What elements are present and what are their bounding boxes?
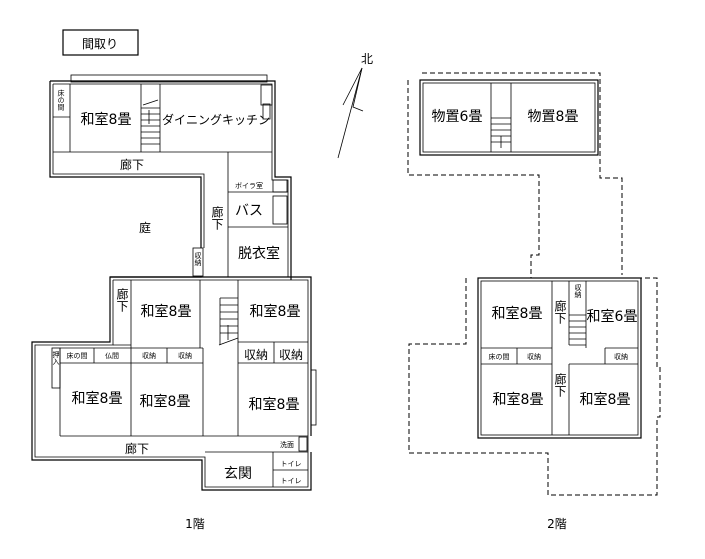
room-label-storage-small: 収納	[194, 252, 202, 267]
bathtub-icon	[272, 195, 288, 225]
room-label-entrance: 玄関	[224, 465, 252, 482]
room-label-storage-6: 物置6畳	[432, 109, 483, 125]
room-label-washitsu-d: 和室8畳	[580, 391, 631, 408]
north-label: 北	[361, 52, 373, 66]
room-label-washitsu-top: 和室8畳	[81, 111, 132, 128]
room-label-tokonoma-top: 床の間	[57, 89, 65, 112]
room-label-storage-2: 収納	[614, 352, 628, 361]
room-label-toilet-2: トイレ	[281, 477, 302, 485]
room-label-hall-top: 廊下	[120, 157, 144, 172]
floor2-label: 2階	[547, 516, 567, 531]
room-label-oshiire: 押入	[52, 350, 60, 365]
room-label-hall-bottom: 廊下	[125, 441, 149, 456]
stairs-icon	[218, 297, 239, 346]
room-label-washitsu-e: 和室8畳	[249, 396, 300, 413]
room-label-dining-kitchen: ダイニングキッチン	[162, 112, 270, 127]
stove-icon	[260, 84, 273, 106]
room-label-storage-r1: 収納	[244, 348, 268, 362]
room-label-boiler: ボイラ室	[235, 181, 263, 190]
room-label-storage-1: 収納	[527, 352, 541, 361]
boiler-icon	[272, 179, 288, 193]
room-label-hall-1: 廊下	[553, 299, 567, 324]
room-label-washitsu-a: 和室8畳	[492, 305, 543, 322]
stairs-icon	[141, 99, 160, 145]
stairs-icon	[569, 314, 586, 346]
room-label-washitsu-c: 和室8畳	[72, 390, 123, 407]
room-label-storage-1: 収納	[142, 351, 156, 360]
room-label-washroom: 洗面	[280, 440, 294, 449]
room-label-tokonoma: 床の間	[489, 352, 510, 361]
north-arrow-icon: 北	[337, 52, 373, 159]
room-label-washitsu-b: 和室8畳	[250, 303, 301, 320]
room-label-hall-vertical: 廊下	[210, 205, 224, 230]
room-label-garden: 庭	[139, 220, 151, 235]
room-label-washitsu-d: 和室8畳	[140, 393, 191, 410]
floor1-plan: 床の間 和室8畳 ダイニングキッチン 廊下 ボイラ室 バス 脱衣室 廊下 庭 収…	[31, 74, 317, 531]
room-label-storage-stair: 収納	[574, 284, 582, 299]
sink-icon	[262, 103, 271, 120]
title: 間取り	[82, 37, 118, 51]
room-label-toilet-1: トイレ	[281, 460, 302, 468]
room-label-washitsu-c: 和室8畳	[493, 391, 544, 408]
room-label-butsuma: 仏間	[105, 352, 119, 360]
floor1-label: 1階	[185, 516, 205, 531]
room-label-hall-left: 廊下	[115, 287, 129, 312]
room-label-hall-2: 廊下	[553, 372, 567, 397]
room-label-storage-r2: 収納	[279, 348, 303, 362]
floor2-plan: 物置6畳 物置8畳 和室8畳 和室6畳 収納 廊下 床の間 収納 収納 和室8畳…	[407, 72, 661, 531]
room-label-tokonoma: 床の間	[67, 351, 88, 360]
title-box: 間取り	[62, 29, 139, 56]
room-label-washitsu-a: 和室8畳	[141, 303, 192, 320]
room-label-bath: バス	[235, 203, 263, 219]
room-label-storage-2: 収納	[178, 351, 192, 360]
room-label-washitsu-b: 和室6畳	[587, 308, 638, 325]
room-label-storage-8: 物置8畳	[528, 109, 579, 125]
stairs-icon	[491, 117, 511, 148]
room-label-dressing: 脱衣室	[238, 245, 280, 262]
